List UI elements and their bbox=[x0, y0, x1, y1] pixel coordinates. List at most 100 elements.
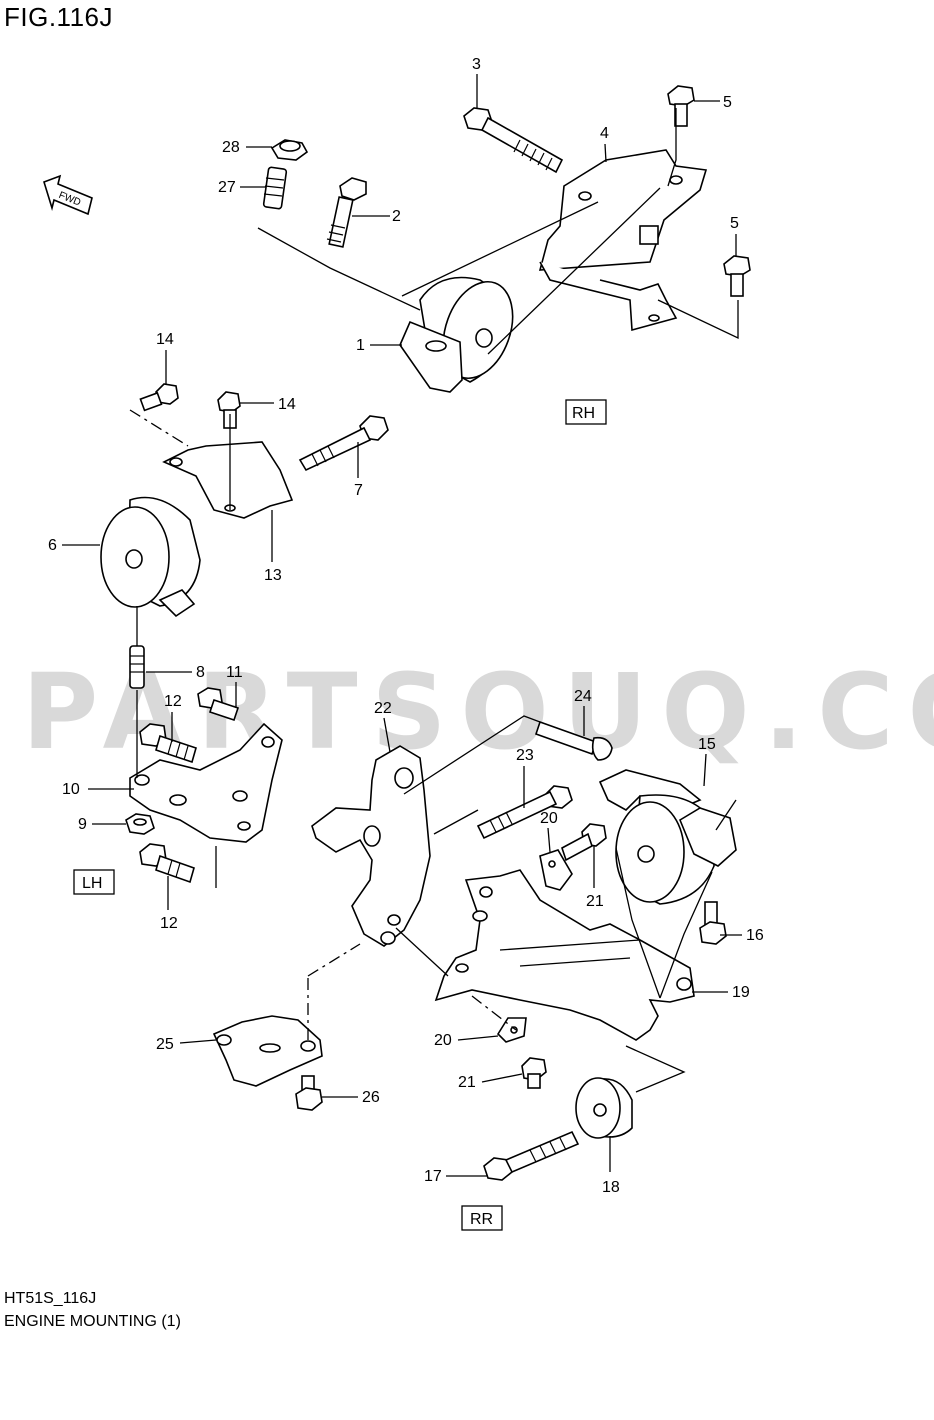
svg-text:6: 6 bbox=[48, 537, 57, 554]
figure-code: HT51S_116J bbox=[4, 1290, 97, 1307]
callout-25: 25 bbox=[156, 1036, 217, 1053]
callout-3: 3 bbox=[472, 56, 481, 108]
callout-22: 22 bbox=[374, 700, 392, 753]
callout-20b: 20 bbox=[434, 1032, 499, 1049]
part-16-bolt bbox=[699, 901, 727, 945]
part-27-stud bbox=[262, 166, 288, 210]
part-12-bolt-lower bbox=[139, 843, 195, 884]
svg-text:24: 24 bbox=[574, 688, 592, 705]
part-9-nut bbox=[125, 813, 155, 835]
svg-text:28: 28 bbox=[222, 139, 240, 156]
part-23-bolt bbox=[476, 785, 573, 840]
callout-10: 10 bbox=[62, 781, 134, 798]
svg-text:RR: RR bbox=[470, 1211, 493, 1228]
part-3-bolt bbox=[463, 107, 564, 174]
part-21-bolt-lower bbox=[521, 1057, 547, 1089]
callout-12a: 12 bbox=[164, 693, 182, 742]
svg-text:26: 26 bbox=[362, 1089, 380, 1106]
svg-text:22: 22 bbox=[374, 700, 392, 717]
svg-text:13: 13 bbox=[264, 567, 282, 584]
part-22-bracket bbox=[311, 745, 431, 947]
svg-text:27: 27 bbox=[218, 179, 236, 196]
callout-5b: 5 bbox=[730, 215, 739, 256]
callout-26: 26 bbox=[322, 1089, 380, 1106]
part-19-mounting-member bbox=[434, 869, 695, 1041]
callout-19: 19 bbox=[692, 984, 750, 1001]
svg-text:15: 15 bbox=[698, 736, 716, 753]
part-21-bolt-upper bbox=[561, 823, 607, 862]
svg-text:19: 19 bbox=[732, 984, 750, 1001]
region-label-rh: RH bbox=[565, 399, 607, 425]
svg-text:20: 20 bbox=[540, 810, 558, 827]
part-28-nut bbox=[270, 139, 309, 161]
svg-text:11: 11 bbox=[226, 664, 243, 681]
svg-text:14: 14 bbox=[156, 331, 174, 348]
part-20-washer-lower bbox=[496, 1017, 527, 1043]
callout-20a: 20 bbox=[540, 810, 558, 853]
callout-13: 13 bbox=[264, 510, 282, 584]
figure-title: FIG.116J bbox=[4, 2, 114, 32]
part-5-bolt-upper bbox=[667, 85, 695, 127]
figure-name: ENGINE MOUNTING (1) bbox=[4, 1313, 181, 1330]
svg-text:2: 2 bbox=[392, 208, 401, 225]
part-15-engine-mount bbox=[598, 769, 737, 905]
part-4-bracket bbox=[538, 149, 708, 332]
part-14-bolt-left bbox=[139, 383, 179, 412]
svg-text:9: 9 bbox=[78, 816, 87, 833]
callout-14a: 14 bbox=[156, 331, 174, 384]
svg-text:3: 3 bbox=[472, 56, 481, 73]
part-7-bolt bbox=[298, 415, 389, 472]
part-24-bolt bbox=[534, 720, 613, 761]
svg-text:8: 8 bbox=[196, 664, 205, 681]
callout-28: 28 bbox=[222, 139, 272, 156]
part-17-bolt bbox=[483, 1130, 580, 1181]
callout-7: 7 bbox=[354, 442, 363, 499]
callout-4: 4 bbox=[600, 125, 609, 163]
part-20-washer-upper bbox=[539, 849, 573, 891]
callout-5a: 5 bbox=[694, 94, 732, 111]
callout-1: 1 bbox=[356, 337, 402, 354]
svg-text:21: 21 bbox=[586, 893, 604, 910]
callout-21b: 21 bbox=[458, 1073, 523, 1091]
svg-text:18: 18 bbox=[602, 1179, 620, 1196]
svg-text:25: 25 bbox=[156, 1036, 174, 1053]
part-5-bolt-lower bbox=[723, 255, 751, 297]
svg-text:20: 20 bbox=[434, 1032, 452, 1049]
part-26-bolt bbox=[295, 1075, 323, 1111]
callout-2: 2 bbox=[352, 208, 401, 225]
svg-text:5: 5 bbox=[730, 215, 739, 232]
svg-text:4: 4 bbox=[600, 125, 609, 142]
callout-14b: 14 bbox=[240, 396, 296, 413]
watermark: PARTSOUQ.COM bbox=[22, 651, 934, 773]
part-25-bracket bbox=[212, 1015, 323, 1087]
callout-17: 17 bbox=[424, 1168, 488, 1185]
callout-23: 23 bbox=[516, 747, 534, 808]
part-14-bolt-right bbox=[217, 391, 241, 429]
callout-16: 16 bbox=[720, 927, 764, 944]
svg-text:5: 5 bbox=[723, 94, 732, 111]
callout-12b: 12 bbox=[160, 876, 178, 932]
part-12-bolt-upper bbox=[139, 723, 197, 764]
part-18-mount-cushion bbox=[575, 1077, 633, 1139]
callout-6: 6 bbox=[48, 537, 100, 554]
callout-15: 15 bbox=[698, 736, 716, 787]
part-13-bracket bbox=[162, 441, 294, 519]
svg-text:12: 12 bbox=[160, 915, 178, 932]
svg-text:LH: LH bbox=[82, 875, 102, 892]
callout-21a: 21 bbox=[586, 846, 604, 910]
part-6-engine-mount bbox=[100, 496, 201, 618]
svg-text:1: 1 bbox=[356, 337, 365, 354]
callout-27: 27 bbox=[218, 179, 266, 196]
part-1-engine-mount bbox=[399, 276, 514, 393]
part-8-stud bbox=[129, 645, 145, 689]
svg-text:23: 23 bbox=[516, 747, 534, 764]
callout-11: 11 bbox=[226, 664, 243, 708]
svg-text:7: 7 bbox=[354, 482, 363, 499]
svg-text:17: 17 bbox=[424, 1168, 442, 1185]
svg-text:RH: RH bbox=[572, 405, 595, 422]
region-label-rr: RR bbox=[461, 1205, 503, 1231]
svg-text:21: 21 bbox=[458, 1074, 476, 1091]
forward-arrow-icon: FWD bbox=[43, 174, 93, 216]
region-label-lh: LH bbox=[73, 869, 115, 895]
